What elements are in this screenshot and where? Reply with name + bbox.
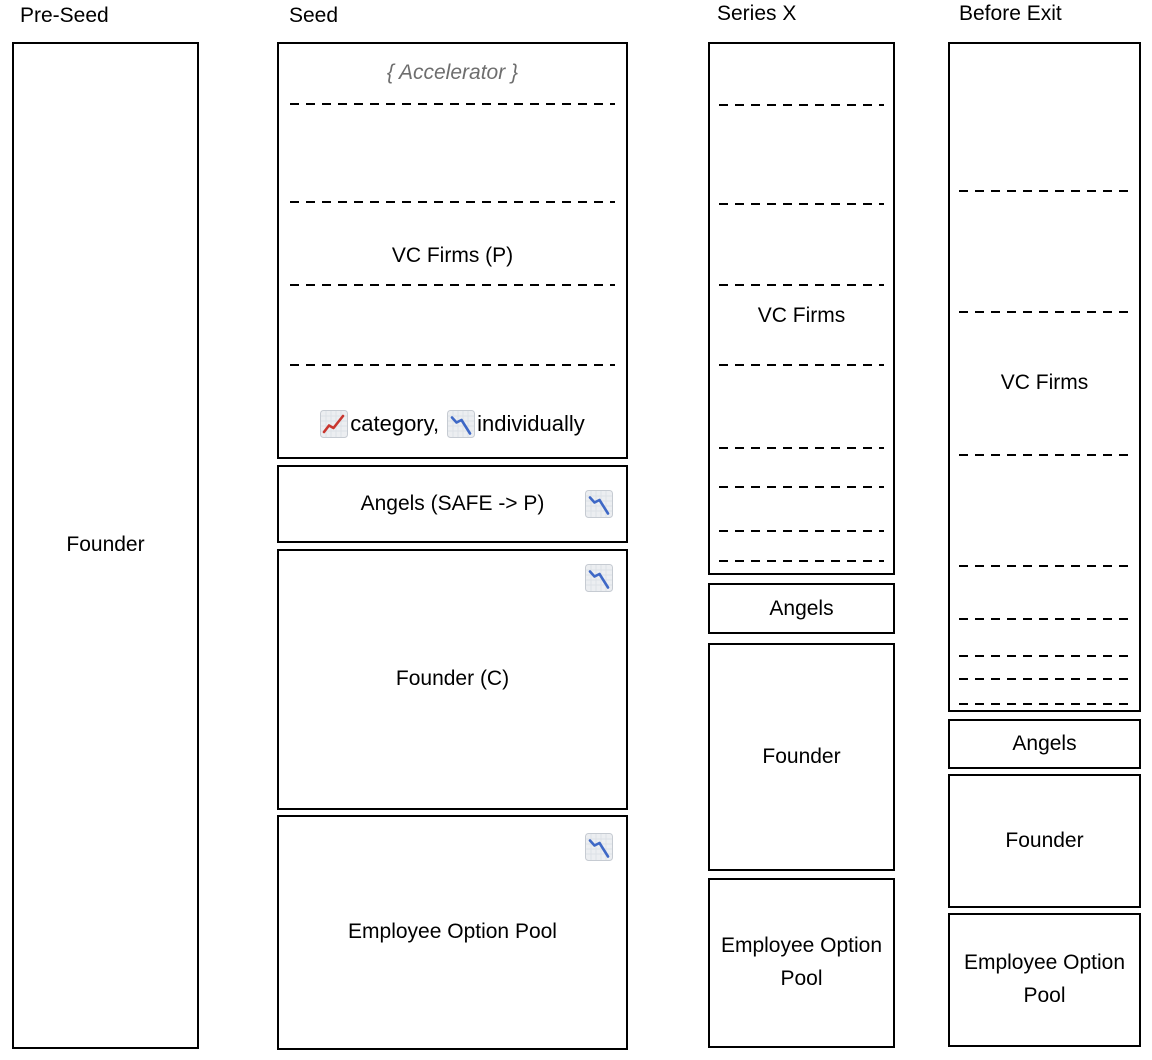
series-x-founder-box: Founder	[708, 643, 895, 871]
employee-option-pool-label: Employee Option Pool	[720, 934, 883, 990]
dashed-divider	[719, 364, 884, 366]
vc-firms-label: VC Firms	[757, 304, 846, 327]
dashed-divider	[959, 655, 1130, 657]
dashed-divider	[959, 618, 1130, 620]
pre-seed-founder-box: Founder	[12, 42, 199, 1049]
founder-label: Founder	[66, 533, 145, 557]
dashed-divider	[719, 203, 884, 205]
dashed-divider	[719, 560, 884, 562]
legend-category-label: category,	[350, 411, 440, 436]
founder-label: Founder	[762, 744, 841, 768]
angels-label: Angels	[769, 596, 834, 620]
dashed-divider	[719, 104, 884, 106]
employee-option-pool-label: Employee Option Pool	[963, 951, 1126, 1007]
dashed-divider	[959, 190, 1130, 192]
before-exit-employee-option-pool-box: Employee Option Pool	[948, 913, 1141, 1047]
seed-employee-option-pool-box: Employee Option Pool	[277, 815, 628, 1050]
seed-founder-box: Founder (C)	[277, 549, 628, 810]
series-x-angels-box: Angels	[708, 583, 895, 634]
before-exit-vc-box: VC Firms	[948, 42, 1141, 712]
dashed-divider	[959, 678, 1130, 680]
dashed-divider	[959, 565, 1130, 567]
dashed-divider	[719, 486, 884, 488]
dashed-divider	[719, 530, 884, 532]
dashed-divider	[290, 364, 615, 366]
seed-vc-box: { Accelerator } VC Firms (P) category, i…	[277, 42, 628, 459]
dashed-divider	[290, 284, 615, 286]
column-header-seed: Seed	[289, 4, 339, 27]
dashed-divider	[719, 447, 884, 449]
chart-decreasing-icon	[447, 410, 475, 438]
before-exit-angels-box: Angels	[948, 719, 1141, 769]
legend-individually-label: individually	[477, 411, 585, 436]
column-header-pre-seed: Pre-Seed	[20, 4, 109, 27]
angels-label: Angels	[1012, 732, 1077, 755]
chart-increasing-icon	[320, 410, 348, 438]
dashed-divider	[959, 454, 1130, 456]
series-x-vc-box: VC Firms	[708, 42, 895, 575]
angels-label: Angels (SAFE -> P)	[360, 492, 545, 515]
series-x-employee-option-pool-box: Employee Option Pool	[708, 878, 895, 1048]
dashed-divider	[959, 311, 1130, 313]
vc-firms-label: VC Firms (P)	[391, 244, 514, 267]
employee-option-pool-label: Employee Option Pool	[348, 920, 557, 944]
legend-row: category, individually	[279, 410, 626, 438]
column-header-before-exit: Before Exit	[959, 2, 1062, 25]
vc-firms-label: VC Firms	[1000, 371, 1089, 394]
dashed-divider	[290, 103, 615, 105]
chart-decreasing-icon	[585, 490, 613, 518]
before-exit-founder-box: Founder	[948, 774, 1141, 908]
accelerator-label: { Accelerator }	[386, 61, 519, 84]
dashed-divider	[959, 703, 1130, 705]
founder-label: Founder (C)	[395, 667, 510, 691]
dashed-divider	[290, 201, 615, 203]
founder-label: Founder	[1005, 828, 1084, 852]
seed-angels-box: Angels (SAFE -> P)	[277, 465, 628, 543]
dashed-divider	[719, 284, 884, 286]
column-header-series-x: Series X	[717, 2, 797, 25]
